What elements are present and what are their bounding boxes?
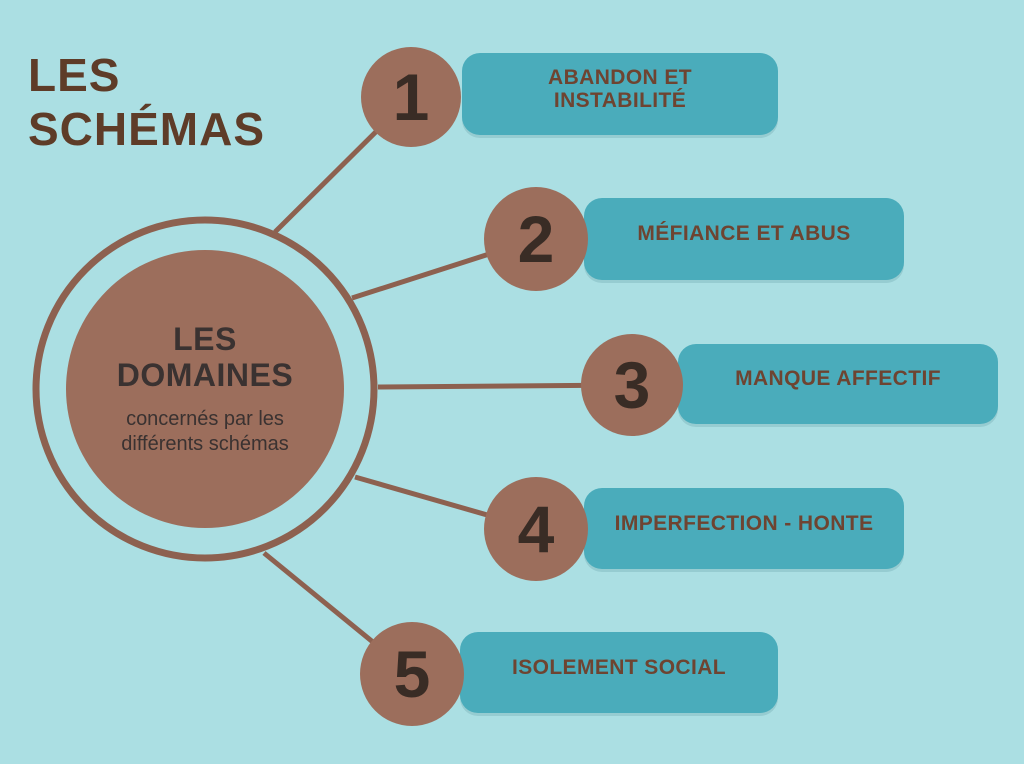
item-label-4: IMPERFECTION - HONTE <box>615 512 874 535</box>
ring-circle <box>32 216 378 562</box>
item-label-3-line1: MANQUE AFFECTIF <box>735 367 941 391</box>
item-node-1: 1 <box>361 47 461 147</box>
center-subtitle-line1: concernés par les <box>126 408 284 431</box>
page-title: LES SCHÉMAS <box>28 48 265 157</box>
item-label-5-line1: ISOLEMENT SOCIAL <box>511 655 727 679</box>
item-bar-2: MÉFIANCE ET ABUS <box>584 198 904 280</box>
item-label-3: MANQUE AFFECTIF <box>735 367 941 390</box>
item-node-3: 3 <box>581 334 683 436</box>
page-title-line1: LES <box>28 49 121 101</box>
item-number-2: 2 <box>517 202 555 276</box>
item-label-1-line1: ABANDON ET <box>548 65 692 89</box>
item-node-4: 4 <box>484 477 588 581</box>
item-bar-5: ISOLEMENT SOCIAL <box>460 632 778 713</box>
item-number-3: 3 <box>613 348 651 422</box>
page-title-line2: SCHÉMAS <box>28 103 266 156</box>
item-bar-4: IMPERFECTION - HONTE <box>584 488 904 569</box>
item-label-5: ISOLEMENT SOCIAL <box>512 656 726 679</box>
item-number-5: 5 <box>393 637 431 711</box>
center-heading-line1: LES <box>173 320 237 357</box>
item-node-5: 5 <box>360 622 464 726</box>
item-bar-3: MANQUE AFFECTIF <box>678 344 998 424</box>
item-number-1: 1 <box>392 60 430 134</box>
item-label-2: MÉFIANCE ET ABUS <box>637 222 850 245</box>
center-subtitle: concernés par les différents schémas <box>121 407 289 456</box>
bottom-edge-strip <box>0 764 1024 768</box>
center-subtitle-line2: différents schémas <box>121 432 289 455</box>
item-label-4-line1: IMPERFECTION - HONTE <box>614 511 874 535</box>
center-heading-line2: DOMAINES <box>116 356 294 393</box>
center-heading: LES DOMAINES <box>116 320 294 394</box>
item-node-2: 2 <box>484 187 588 291</box>
item-label-1: ABANDON ET INSTABILITÉ <box>548 66 692 112</box>
item-bar-1: ABANDON ET INSTABILITÉ <box>462 53 778 135</box>
center-circle: LES DOMAINES concernés par les différent… <box>66 250 344 528</box>
item-label-1-line2: INSTABILITÉ <box>553 89 687 112</box>
item-number-4: 4 <box>517 492 555 566</box>
item-label-2-line1: MÉFIANCE ET ABUS <box>637 222 851 246</box>
